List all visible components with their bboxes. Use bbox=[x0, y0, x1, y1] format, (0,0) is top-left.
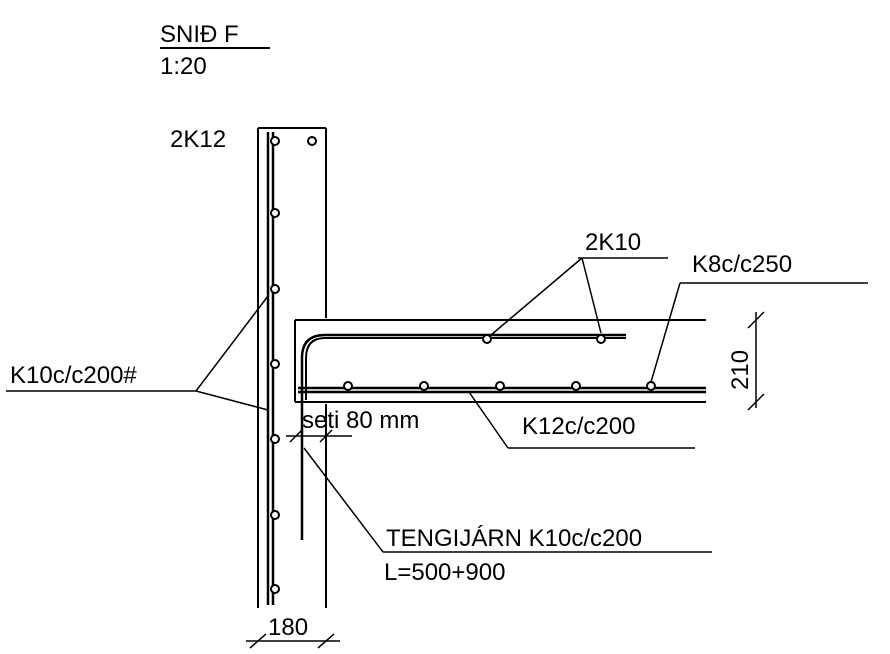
slab-bar-dots bbox=[343, 334, 656, 391]
dimension-wall-thickness bbox=[246, 633, 340, 649]
section-title: SNIÐ F bbox=[160, 21, 239, 48]
dimension-joint bbox=[286, 429, 352, 443]
label-slab-thickness: 210 bbox=[727, 350, 754, 390]
label-joint-note: seti 80 mm bbox=[302, 407, 419, 434]
label-slab-top-bars: 2K10 bbox=[585, 229, 641, 256]
wall-outline bbox=[257, 127, 327, 608]
label-connector-bars: TENGIJÁRN K10c/c200 bbox=[386, 525, 642, 552]
slab-top-bar bbox=[300, 333, 626, 540]
label-slab-distribution: K8c/c250 bbox=[692, 251, 792, 278]
leader-wall-bars bbox=[6, 295, 269, 411]
leader-slab-bottom-bars bbox=[468, 391, 695, 449]
wall-rebar bbox=[266, 132, 275, 605]
slab-outline bbox=[294, 319, 706, 403]
leader-slab-distribution bbox=[650, 282, 868, 383]
leader-slab-top-bars bbox=[490, 257, 668, 336]
dimension-slab-thickness bbox=[747, 311, 765, 411]
wall-bar-dots bbox=[270, 136, 317, 594]
label-wall-top-bars: 2K12 bbox=[170, 126, 226, 153]
label-slab-bottom-bars: K12c/c200 bbox=[522, 413, 635, 440]
leader-connector-bars bbox=[303, 447, 712, 553]
label-wall-bars: K10c/c200# bbox=[10, 362, 137, 389]
label-connector-length: L=500+900 bbox=[384, 559, 505, 586]
label-wall-thickness: 180 bbox=[268, 614, 308, 641]
scale-label: 1:20 bbox=[160, 53, 207, 80]
slab-top-bar-second bbox=[305, 337, 626, 400]
